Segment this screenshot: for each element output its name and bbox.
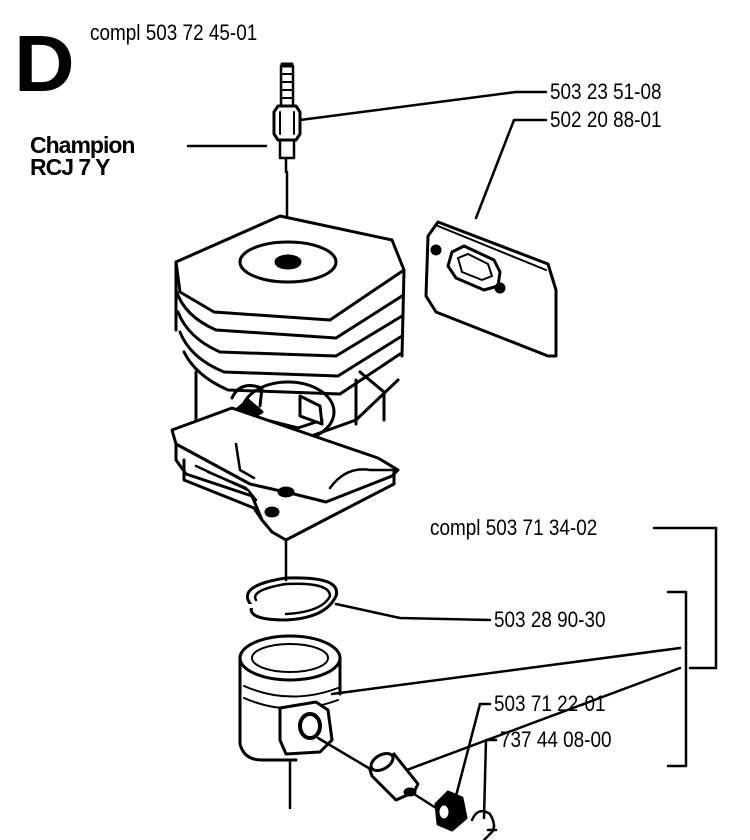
piston-pin — [316, 736, 438, 810]
piston-ring — [245, 576, 339, 622]
pin-part-label: 503 71 22-01 — [494, 691, 606, 716]
section-letter: D — [14, 19, 75, 108]
cylinder — [170, 214, 406, 582]
gasket — [424, 220, 558, 358]
piston-kit-label: compl 503 71 34-02 — [430, 515, 598, 540]
circlip-part-label: 737 44 08-00 — [500, 727, 612, 752]
spark-plug-brand-label: Champion — [30, 132, 135, 158]
piston — [238, 634, 342, 810]
spark-plug-model-label: RCJ 7 Y — [30, 154, 111, 180]
leader-lines — [186, 90, 718, 820]
spark-plug-part-label: 503 23 51-08 — [550, 79, 662, 104]
gasket-part-label: 502 20 88-01 — [550, 107, 662, 132]
spark-plug — [272, 62, 302, 264]
cylinder-kit-label: compl 503 72 45-01 — [90, 20, 258, 45]
bearing-and-circlip — [434, 790, 498, 840]
piston-ring-part-label: 503 28 90-30 — [494, 607, 606, 632]
